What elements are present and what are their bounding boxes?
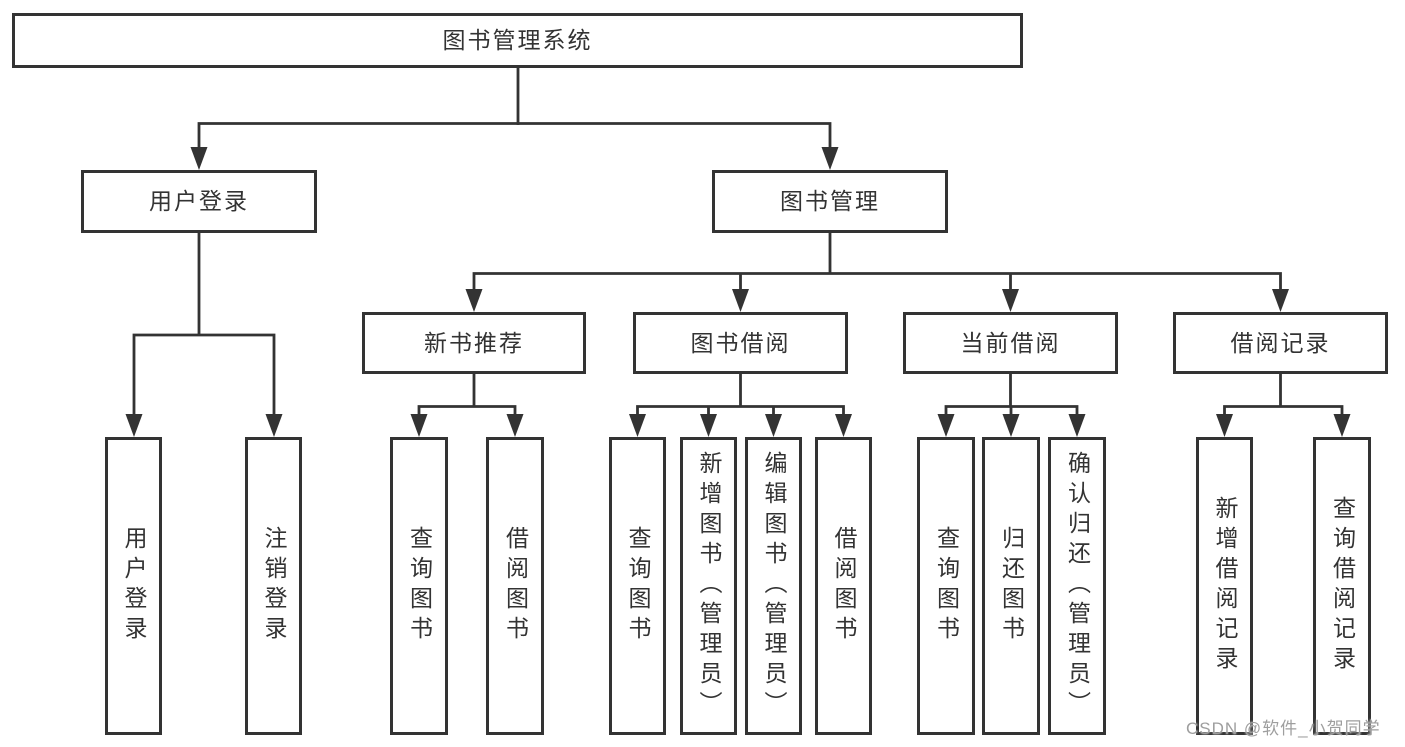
node-book-management: 图书管理 — [712, 170, 948, 233]
connector-root-split — [197, 68, 832, 152]
arrow-down-icon — [937, 414, 955, 437]
arrow-down-icon — [700, 414, 717, 437]
arrow-down-icon — [465, 289, 483, 312]
node-current-return-books: 归还图书 — [982, 437, 1040, 735]
node-current-confirm-return-admin: 确认归还（管理员） — [1048, 437, 1106, 735]
arrow-down-icon — [125, 414, 143, 437]
arrow-down-icon — [1002, 414, 1020, 437]
arrow-down-icon — [1068, 414, 1086, 437]
arrow-down-icon — [410, 414, 428, 437]
connector-borrow-records-split — [1223, 374, 1344, 417]
node-book-borrow: 图书借阅 — [633, 312, 848, 374]
connector-book-management-split — [472, 233, 1282, 292]
connector-user-login-split — [132, 233, 276, 417]
arrow-down-icon — [1002, 289, 1019, 312]
node-logout: 注销登录 — [245, 437, 302, 735]
node-new-book-recommend: 新书推荐 — [362, 312, 586, 374]
node-records-add-record: 新增借阅记录 — [1196, 437, 1253, 735]
arrow-down-icon — [190, 147, 208, 170]
connector-current-borrow-split — [944, 374, 1079, 417]
node-user-login-group: 用户登录 — [81, 170, 317, 233]
watermark: CSDN @软件_小贺同学 — [1186, 719, 1381, 738]
arrow-down-icon — [1272, 289, 1289, 312]
arrow-down-icon — [732, 289, 749, 312]
arrow-down-icon — [835, 414, 852, 437]
arrow-down-icon — [1333, 414, 1351, 437]
node-root: 图书管理系统 — [12, 13, 1023, 68]
node-records-query-record: 查询借阅记录 — [1313, 437, 1371, 735]
connector-book-borrow-split — [636, 374, 845, 417]
node-borrow-query-books: 查询图书 — [609, 437, 666, 735]
node-borrow-records: 借阅记录 — [1173, 312, 1388, 374]
node-borrow-borrow-books: 借阅图书 — [815, 437, 872, 735]
node-recommend-borrow-books: 借阅图书 — [486, 437, 544, 735]
node-recommend-query-books: 查询图书 — [390, 437, 448, 735]
arrow-down-icon — [821, 147, 839, 170]
node-current-query-books: 查询图书 — [917, 437, 975, 735]
arrow-down-icon — [265, 414, 283, 437]
node-borrow-add-books-admin: 新增图书（管理员） — [680, 437, 737, 735]
arrow-down-icon — [1216, 414, 1233, 437]
connector-new-book-recommend-split — [417, 374, 517, 417]
node-current-borrow: 当前借阅 — [903, 312, 1118, 374]
arrow-down-icon — [506, 414, 524, 437]
node-borrow-edit-books-admin: 编辑图书（管理员） — [745, 437, 802, 735]
arrow-down-icon — [765, 414, 782, 437]
node-user-login: 用户登录 — [105, 437, 162, 735]
arrow-down-icon — [629, 414, 646, 437]
